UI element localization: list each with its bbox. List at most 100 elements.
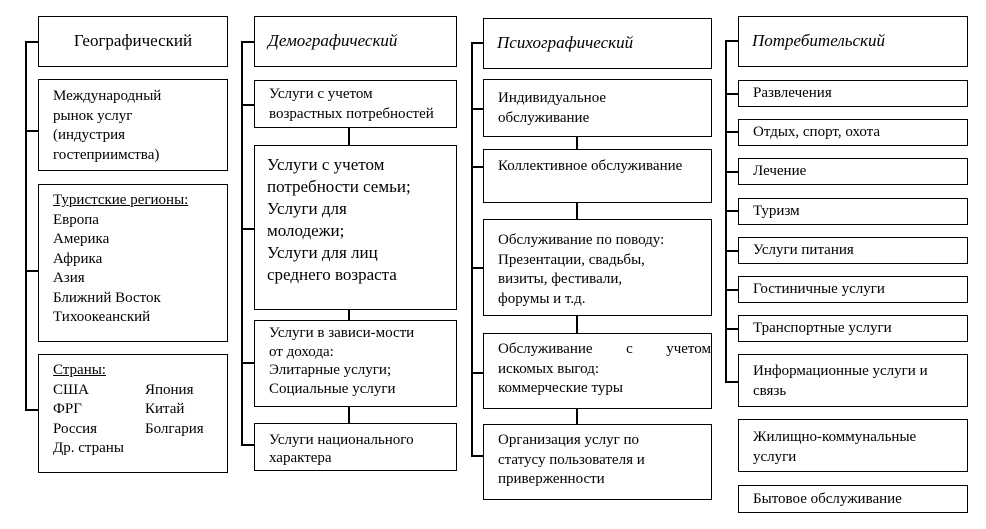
box-line: гостеприимства)	[53, 146, 160, 163]
header-geographic: Географический	[38, 16, 228, 67]
box-line: Услуги национального	[269, 432, 414, 448]
countries-left: США ФРГ Россия Др. страны	[53, 381, 145, 459]
box-line: ФРГ	[53, 401, 82, 417]
box-line: статусу пользователя и	[498, 451, 645, 468]
box-line: Элитарные услуги;	[269, 362, 392, 378]
box-line: Лечение	[753, 163, 807, 179]
box-line: Транспортные услуги	[753, 320, 892, 336]
box-line: Др. страны	[53, 440, 124, 456]
connector	[725, 289, 739, 291]
connector	[725, 328, 739, 330]
box-line: форумы и т.д.	[498, 290, 586, 307]
connector	[241, 362, 255, 364]
box-line: Услуги с учетом	[267, 155, 385, 174]
box-line: услуги	[753, 448, 797, 465]
box-line: Организация услуг по	[498, 432, 640, 448]
header-label: Психографический	[497, 32, 634, 52]
box-line: Индивидуальное	[498, 90, 607, 106]
box-countries: Страны: США ФРГ Россия Др. страны Япония…	[38, 354, 228, 473]
box-line: США	[53, 381, 89, 398]
connector	[725, 171, 739, 173]
connector	[725, 40, 739, 42]
connector	[348, 127, 350, 146]
box-line: Информационные услуги и	[753, 363, 928, 379]
box-tourism: Туризм	[738, 198, 968, 225]
box-line: Услуги для	[267, 199, 347, 218]
box-line: среднего возраста	[267, 265, 397, 284]
box-line: обслуживание	[498, 109, 590, 126]
connector-spine	[25, 41, 27, 410]
box-line: приверженности	[498, 471, 605, 487]
box-user-status: Организация услуг по статусу пользовател…	[483, 424, 712, 500]
box-family-needs: Услуги с учетом потребности семьи; Услуг…	[254, 145, 457, 310]
box-information: Информационные услуги и связь	[738, 354, 968, 407]
box-line: Услуги с учетом	[269, 86, 373, 102]
box-line: визиты, фестивали,	[498, 271, 623, 287]
box-line: Коллективное обслуживание	[498, 158, 683, 174]
connector	[471, 108, 484, 110]
connector-spine	[471, 42, 473, 456]
box-line: коммерческие туры	[498, 380, 623, 396]
connector	[348, 309, 350, 320]
header-label: Потребительский	[752, 30, 885, 50]
box-line: Америка	[53, 231, 110, 247]
box-line: Туризм	[753, 203, 800, 219]
box-hotel: Гостиничные услуги	[738, 276, 968, 303]
box-line: возрастных потребностей	[269, 105, 434, 122]
box-line: Тихоокеанский	[53, 309, 151, 325]
box-line: Развлечения	[753, 85, 832, 101]
box-collective: Коллективное обслуживание	[483, 149, 712, 203]
connector	[25, 409, 39, 411]
box-line: характера	[269, 449, 332, 466]
connector-spine	[241, 41, 243, 445]
header-label: Демографический	[268, 30, 398, 50]
box-line: Услуги для лиц	[267, 243, 378, 262]
box-national: Услуги национального характера	[254, 423, 457, 471]
box-housing: Жилищно-коммунальные услуги	[738, 419, 968, 472]
box-line: Африка	[53, 250, 103, 267]
box-household: Бытовое обслуживание	[738, 485, 968, 513]
countries-grid: США ФРГ Россия Др. страны Япония Китай Б…	[53, 381, 219, 459]
box-medical: Лечение	[738, 158, 968, 185]
connector	[25, 41, 39, 43]
connector	[576, 136, 578, 150]
box-line: Гостиничные услуги	[753, 281, 885, 297]
box-line: потребности семьи;	[267, 177, 411, 196]
box-food: Услуги питания	[738, 237, 968, 264]
box-line: Отдых, спорт, охота	[753, 124, 881, 140]
box-line: Социальные услуги	[269, 380, 396, 397]
connector	[576, 202, 578, 219]
box-line: от дохода:	[269, 343, 334, 360]
countries-right: Япония Китай Болгария	[145, 381, 204, 459]
box-line: Презентации, свадьбы,	[498, 251, 645, 268]
connector	[241, 41, 255, 43]
connector	[471, 455, 484, 457]
box-line: Услуги в зависи-мости	[269, 325, 415, 341]
box-age-needs: Услуги с учетом возрастных потребностей	[254, 80, 457, 128]
box-line: Россия	[53, 420, 98, 437]
header-demographic: Демографический	[254, 16, 457, 67]
box-line: Европа	[53, 211, 99, 228]
box-benefits: Обслуживание с учетом искомых выгод: ком…	[483, 333, 712, 409]
box-income: Услуги в зависи-мости от дохода: Элитарн…	[254, 320, 457, 407]
header-consumer: Потребительский	[738, 16, 968, 67]
connector	[471, 267, 484, 269]
box-line: молодежи;	[267, 221, 345, 240]
connector	[25, 270, 39, 272]
box-entertainment: Развлечения	[738, 80, 968, 107]
box-international-market: Международный рынок услуг (индустрия гос…	[38, 79, 228, 171]
header-psychographic: Психографический	[483, 18, 712, 69]
connector	[241, 444, 255, 446]
connector	[576, 408, 578, 424]
connector	[725, 131, 739, 133]
box-individual: Индивидуальное обслуживание	[483, 79, 712, 137]
connector	[725, 93, 739, 95]
connector	[471, 372, 484, 374]
connector	[241, 228, 255, 230]
connector	[725, 381, 739, 383]
box-line: Бытовое обслуживание	[753, 491, 902, 507]
connector	[471, 42, 484, 44]
connector	[725, 250, 739, 252]
box-line: Услуги питания	[753, 242, 854, 258]
box-title: Страны:	[53, 362, 106, 378]
